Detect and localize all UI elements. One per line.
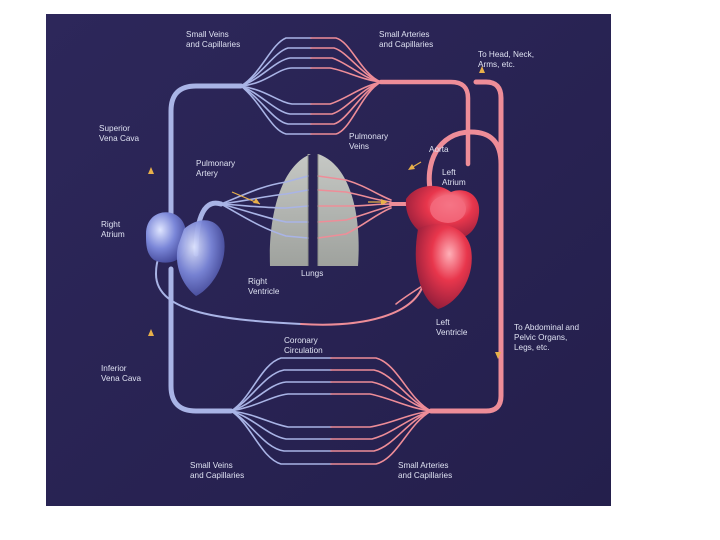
label-lungs: Lungs (301, 269, 323, 278)
label-small-arteries-top: Small Arteries and Capillaries (379, 30, 433, 49)
label-right-atrium: Right Atrium (101, 220, 125, 239)
circulation-diagram: Small Veins and Capillaries Small Arteri… (46, 14, 611, 506)
label-coronary-circulation: Coronary Circulation (284, 336, 323, 355)
label-aorta: Aorta (429, 145, 449, 154)
circulation-diagram-svg: Small Veins and Capillaries Small Arteri… (46, 14, 611, 506)
label-small-arteries-bottom: Small Arteries and Capillaries (398, 461, 452, 480)
